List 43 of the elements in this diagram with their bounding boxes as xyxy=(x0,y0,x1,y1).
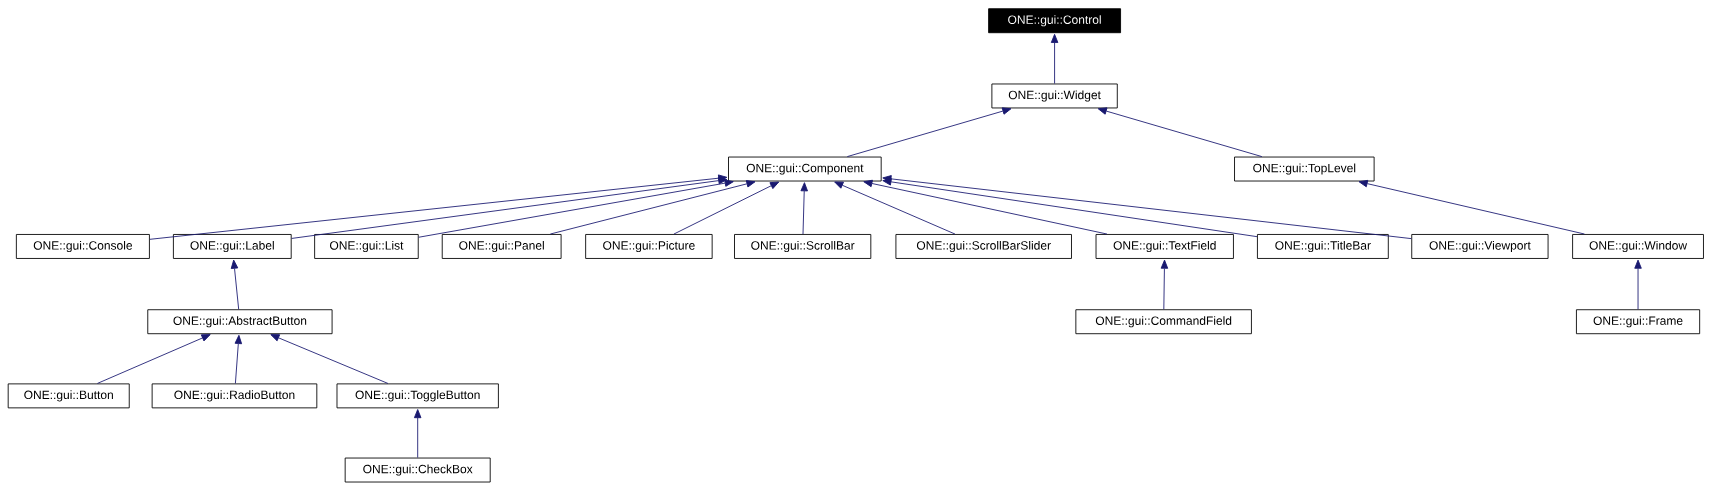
class-box: ONE::gui::ScrollBar xyxy=(734,234,872,260)
arrow xyxy=(1634,259,1642,310)
arrow xyxy=(149,174,728,240)
class-box: ONE::gui::Widget xyxy=(991,83,1118,109)
class-box: ONE::gui::TextField xyxy=(1095,234,1234,260)
class-box: ONE::gui::TopLevel xyxy=(1234,156,1375,182)
arrow xyxy=(882,178,1258,238)
arrow xyxy=(834,181,956,235)
arrow xyxy=(291,177,728,240)
arrow xyxy=(413,409,422,459)
class-box: ONE::gui::Label xyxy=(172,234,292,260)
arrow xyxy=(800,182,808,235)
class-box: ONE::gui::AbstractButton xyxy=(147,309,333,335)
arrow xyxy=(863,179,1108,235)
arrow xyxy=(673,181,780,235)
arrow xyxy=(230,259,240,310)
class-box: ONE::gui::CommandField xyxy=(1075,309,1252,335)
class-box: ONE::gui::Panel xyxy=(441,234,562,260)
arrow xyxy=(270,334,389,385)
class-box: ONE::gui::ScrollBarSlider xyxy=(895,234,1072,260)
class-box: ONE::gui::Picture xyxy=(585,234,713,260)
arrow xyxy=(418,179,734,238)
arrow xyxy=(96,334,211,385)
arrow xyxy=(1097,107,1263,158)
class-box: ONE::gui::RadioButton xyxy=(151,383,318,409)
class-box: ONE::gui::Button xyxy=(7,383,130,409)
class-box: ONE::gui::Control xyxy=(988,8,1121,34)
class-box: ONE::gui::Viewport xyxy=(1411,234,1549,260)
arrow xyxy=(882,175,1412,240)
class-box: ONE::gui::Window xyxy=(1572,234,1704,260)
class-box: ONE::gui::CheckBox xyxy=(344,457,491,483)
class-box: ONE::gui::Console xyxy=(15,234,150,260)
arrow xyxy=(846,107,1012,158)
class-box: ONE::gui::TitleBar xyxy=(1257,234,1389,260)
class-box: ONE::gui::List xyxy=(314,234,419,260)
arrow xyxy=(1160,259,1169,310)
arrow xyxy=(549,180,756,235)
class-box: ONE::gui::Component xyxy=(728,156,882,182)
arrow xyxy=(1358,180,1585,235)
arrow xyxy=(1050,34,1059,85)
class-box: ONE::gui::ToggleButton xyxy=(336,383,499,409)
class-box: ONE::gui::Frame xyxy=(1576,309,1701,335)
arrow xyxy=(234,335,243,385)
